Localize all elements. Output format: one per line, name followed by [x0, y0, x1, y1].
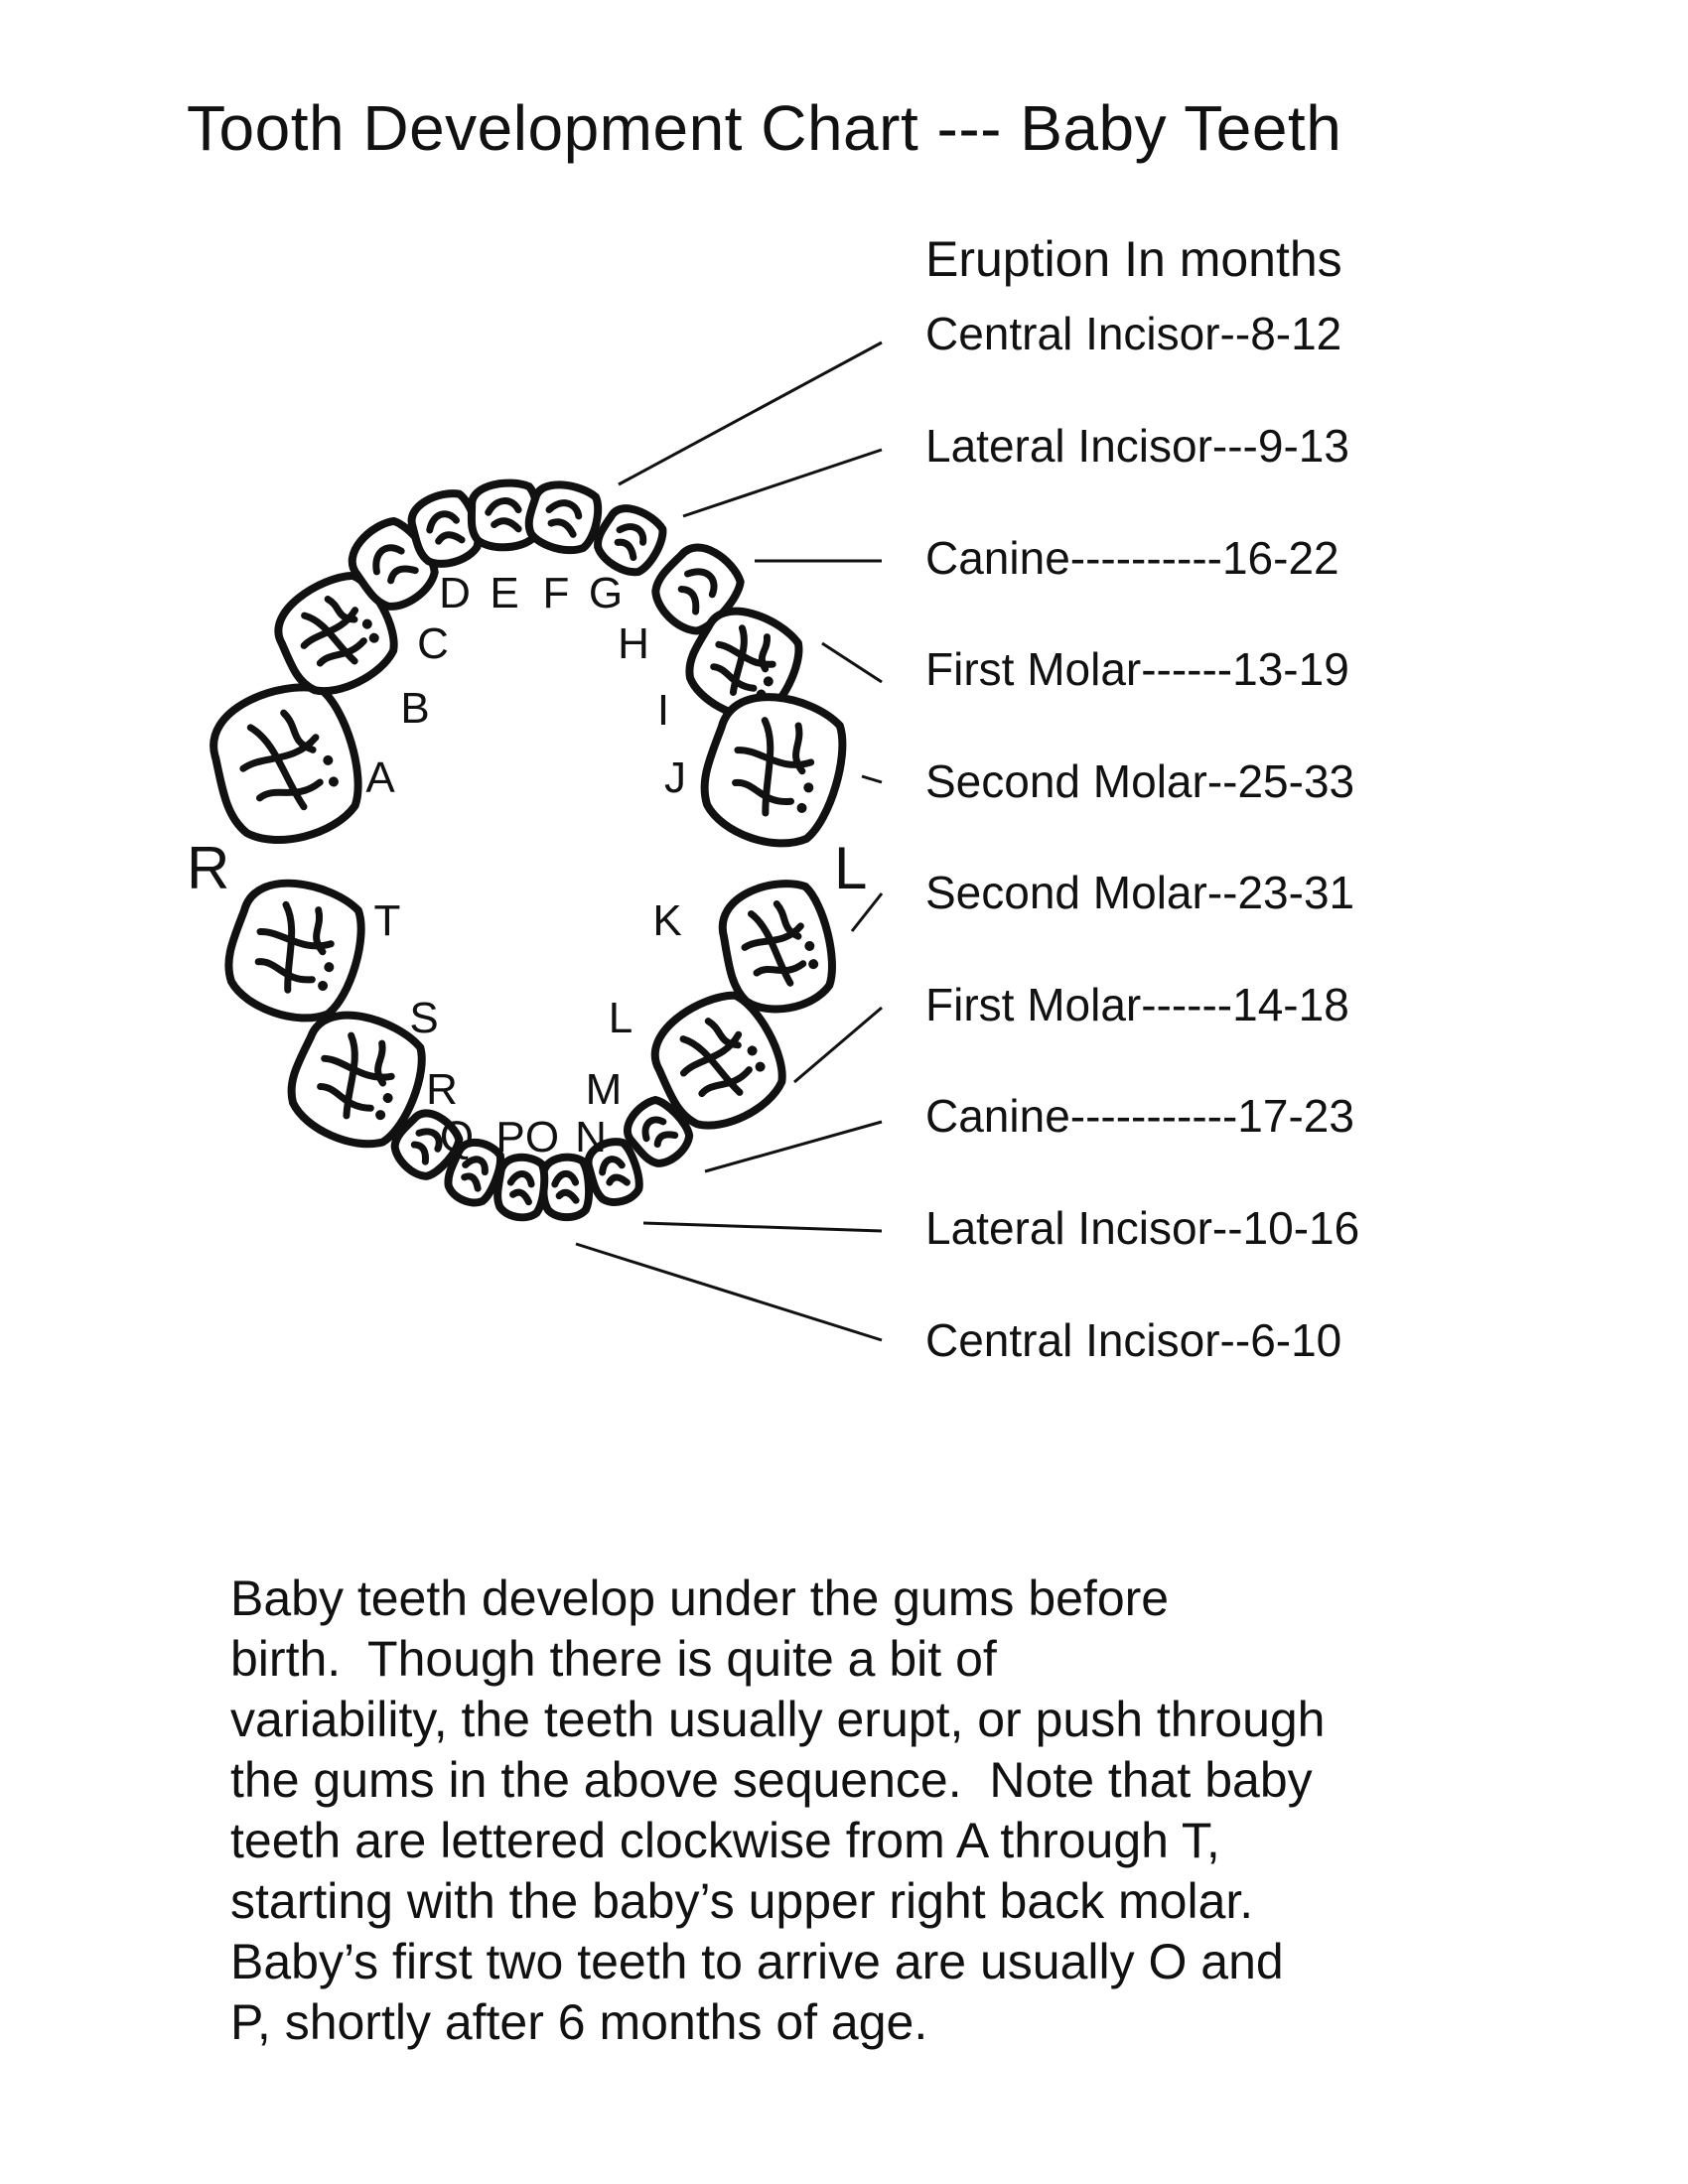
eruption-row: Canine-----------17-23 — [925, 1090, 1354, 1142]
tooth-letter-lower: S — [409, 994, 438, 1042]
eruption-row: Lateral Incisor--10-16 — [925, 1202, 1359, 1254]
tooth-letter-lower: N — [575, 1113, 607, 1161]
tooth-letter-upper: I — [657, 686, 669, 735]
tooth-letter-upper: C — [417, 619, 449, 668]
tooth-letter-upper: B — [400, 684, 429, 733]
left-side-label: L — [834, 835, 867, 901]
caption-line: Baby’s first two teeth to arrive are usu… — [230, 1932, 1561, 1992]
front-tooth — [524, 479, 603, 556]
tooth-letter-upper: F — [543, 569, 570, 617]
tooth-letter-lower: K — [652, 896, 681, 945]
caption-line: starting with the baby’s upper right bac… — [230, 1871, 1561, 1932]
caption-line: the gums in the above sequence. Note tha… — [230, 1750, 1561, 1811]
eruption-row: Lateral Incisor---9-13 — [925, 420, 1349, 472]
caption-paragraph: Baby teeth develop under the gums before… — [230, 1569, 1561, 2053]
leader-line — [794, 1008, 882, 1082]
tooth-letter-lower: L — [609, 994, 633, 1042]
tooth-letter-lower: O — [525, 1113, 559, 1161]
caption-line: Baby teeth develop under the gums before — [230, 1569, 1561, 1629]
leader-line — [862, 776, 882, 782]
caption-line: P, shortly after 6 months of age. — [230, 1992, 1561, 2053]
tooth-letter-lower: R — [426, 1065, 458, 1114]
eruption-row: Second Molar--23-31 — [925, 867, 1354, 918]
leader-line — [683, 450, 882, 516]
tooth-letter-upper: A — [365, 753, 395, 802]
eruption-chart: Eruption In months Central Incisor--8-12… — [925, 231, 1359, 1366]
molar-tooth — [217, 871, 372, 1030]
tooth-letter-upper: D — [439, 569, 471, 617]
tooth-letter-lower: M — [586, 1065, 623, 1114]
tooth-letter-upper: J — [664, 753, 686, 802]
leader-line — [705, 1122, 882, 1171]
caption-line: variability, the teeth usually erupt, or… — [230, 1690, 1561, 1750]
eruption-row: Central Incisor--8-12 — [925, 308, 1341, 359]
eruption-row: Central Incisor--6-10 — [925, 1314, 1341, 1366]
eruption-row: First Molar------14-18 — [925, 979, 1349, 1030]
caption-line: teeth are lettered clockwise from A thro… — [230, 1811, 1561, 1871]
tooth-letter-lower: Q — [440, 1113, 474, 1161]
tooth-letter-lower: T — [374, 896, 401, 945]
eruption-row: First Molar------13-19 — [925, 643, 1349, 695]
tooth-letter-upper: G — [589, 569, 623, 617]
caption-line: birth. Though there is quite a bit of — [230, 1629, 1561, 1690]
eruption-heading: Eruption In months — [925, 231, 1342, 287]
tooth-letter-upper: E — [490, 569, 518, 617]
tooth-letter-lower: P — [495, 1113, 524, 1161]
teeth-arch — [199, 479, 855, 1220]
right-side-label: R — [187, 835, 229, 901]
leader-line — [576, 1244, 882, 1340]
tooth-letter-upper: H — [618, 619, 649, 668]
leader-line — [822, 643, 882, 682]
molar-tooth — [199, 673, 374, 856]
leader-line — [643, 1223, 882, 1231]
eruption-row: Second Molar--25-33 — [925, 755, 1354, 807]
eruption-row: Canine----------16-22 — [925, 532, 1339, 584]
front-tooth — [540, 1156, 591, 1219]
